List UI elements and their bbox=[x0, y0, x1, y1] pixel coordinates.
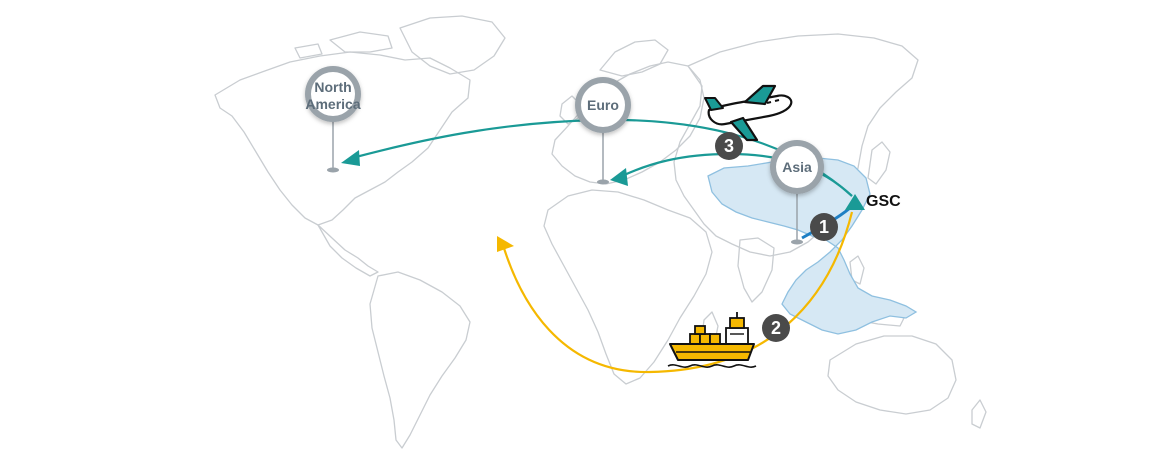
airplane-icon bbox=[704, 84, 793, 142]
continent-arctic-islands bbox=[294, 31, 393, 59]
map-pin-icon bbox=[575, 77, 631, 133]
world-map bbox=[214, 15, 987, 449]
pin-north-america: North America bbox=[305, 66, 361, 173]
continent-africa bbox=[543, 189, 713, 385]
continent-central-america bbox=[317, 224, 379, 277]
pin-label-north-america-line2: America bbox=[305, 96, 360, 112]
pin-label-euro: Euro bbox=[587, 97, 619, 113]
pin-label-north-america-line1: North bbox=[314, 79, 351, 95]
continent-scandinavia bbox=[599, 39, 669, 77]
gsc-label: GSC bbox=[866, 193, 901, 210]
step-number: 3 bbox=[724, 136, 734, 156]
continent-uk bbox=[559, 95, 581, 125]
map-pin-icon bbox=[305, 66, 361, 122]
step-badge-2: 2 bbox=[762, 314, 790, 342]
route-ship-arc bbox=[501, 211, 854, 374]
pin-euro: Euro bbox=[575, 77, 631, 185]
continent-south-america bbox=[369, 271, 471, 449]
gsc-hub-marker bbox=[845, 194, 865, 210]
route-air-euro-arrowhead bbox=[610, 168, 628, 186]
cargo-ship-icon bbox=[667, 312, 757, 368]
step-number: 1 bbox=[819, 217, 829, 237]
pin-base bbox=[791, 239, 803, 245]
route-ship-arrowhead bbox=[497, 236, 514, 252]
pin-base bbox=[327, 167, 339, 173]
route-air-north-america-arrowhead bbox=[341, 150, 360, 166]
asia-highlight-region bbox=[707, 157, 918, 335]
pin-asia: Asia bbox=[770, 140, 824, 245]
pin-label-asia: Asia bbox=[782, 159, 812, 175]
continent-europe bbox=[551, 61, 705, 185]
continent-new-zealand bbox=[971, 399, 987, 429]
step-number: 2 bbox=[771, 318, 781, 338]
step-badge-1: 1 bbox=[810, 213, 838, 241]
step-badge-3: 3 bbox=[715, 132, 743, 160]
continent-greenland bbox=[399, 15, 506, 75]
continent-japan bbox=[867, 141, 891, 185]
continent-india bbox=[737, 237, 775, 303]
pin-base bbox=[597, 179, 609, 185]
map-pin-icon bbox=[770, 140, 824, 194]
continent-australia bbox=[827, 335, 957, 415]
